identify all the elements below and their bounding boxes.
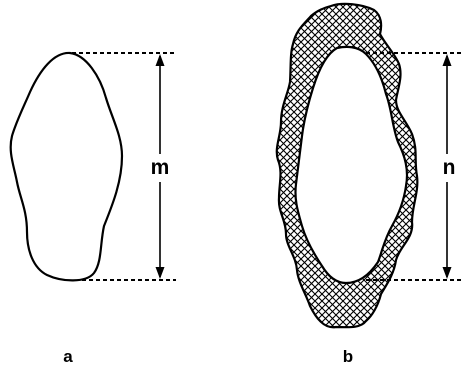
dimension-label-n: n	[443, 156, 456, 179]
cell-wall-b	[275, 2, 419, 329]
panel-label-a: a	[63, 347, 73, 366]
outline-a	[9, 51, 124, 282]
dimension-label-m: m	[151, 156, 170, 179]
arrowhead-down-m	[155, 267, 165, 279]
arrowhead-up-m	[155, 54, 165, 66]
arrowhead-down-n	[442, 267, 452, 279]
panel-a: m a	[9, 51, 176, 366]
panel-b: n b	[275, 2, 462, 366]
arrowhead-up-n	[442, 54, 452, 66]
panel-label-b: b	[343, 347, 353, 366]
